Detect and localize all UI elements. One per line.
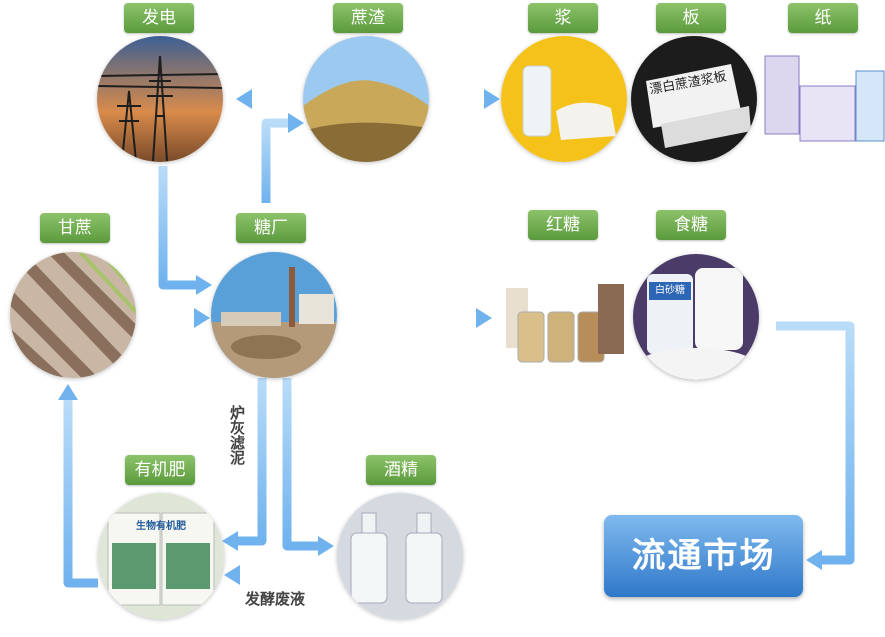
arrowhead [194, 308, 210, 328]
arrow-mill-to-alcohol [282, 378, 318, 551]
table-sugar-photo-text: 白砂糖 [649, 282, 691, 300]
arrowhead [236, 89, 252, 109]
pulp-label: 浆 [528, 3, 598, 33]
table-sugar-label: 食糖 [656, 210, 726, 240]
power-label: 发电 [124, 3, 194, 33]
board-photo: 漂白蔗渣浆板 [631, 36, 757, 162]
brown-sugar-label: 红糖 [528, 210, 598, 240]
fertilizer-label: 有机肥 [125, 455, 195, 485]
arrowhead [476, 308, 492, 328]
arrowhead [806, 550, 822, 570]
bagasse-photo [303, 36, 429, 162]
board-label: 板 [656, 3, 726, 33]
arrow-power-to-mill [158, 166, 196, 290]
arrow-fertilizer-to-cane [63, 400, 98, 588]
arrowhead [196, 275, 212, 295]
alcohol-label: 酒精 [366, 455, 436, 485]
sugarcane-photo [10, 252, 136, 378]
arrow-sugar-to-market [776, 321, 855, 565]
sugar-mill-label: 糖厂 [236, 213, 306, 243]
arrowhead [318, 536, 334, 556]
sugarcane-label: 甘蔗 [40, 213, 110, 243]
paper-label: 纸 [788, 3, 858, 33]
fertilizer-photo-text: 生物有机肥 [136, 521, 186, 532]
brown-sugar-photo [498, 270, 628, 370]
alcohol-photo [337, 493, 463, 619]
arrowhead [288, 113, 304, 133]
pulp-photo [501, 36, 627, 162]
paper-photo [760, 36, 885, 162]
sugar-mill-photo [211, 252, 337, 378]
arrowhead [222, 531, 238, 551]
arrowhead [484, 89, 500, 109]
power-photo [97, 36, 223, 162]
market-box: 流通市场 [604, 515, 803, 597]
filter-mud-edge-label: 炉灰滤泥 [228, 405, 246, 465]
table-sugar-photo: 白砂糖 [633, 254, 759, 380]
arrow-mill-to-bagasse [261, 118, 288, 203]
arrowhead [58, 384, 78, 400]
bagasse-label: 蔗渣 [333, 3, 403, 33]
arrow-mill-to-fertilizer [238, 378, 267, 546]
fertilizer-photo: 生物有机肥 [98, 493, 224, 619]
waste-liquid-edge-label: 发酵废液 [245, 590, 306, 608]
arrowhead [224, 565, 240, 585]
